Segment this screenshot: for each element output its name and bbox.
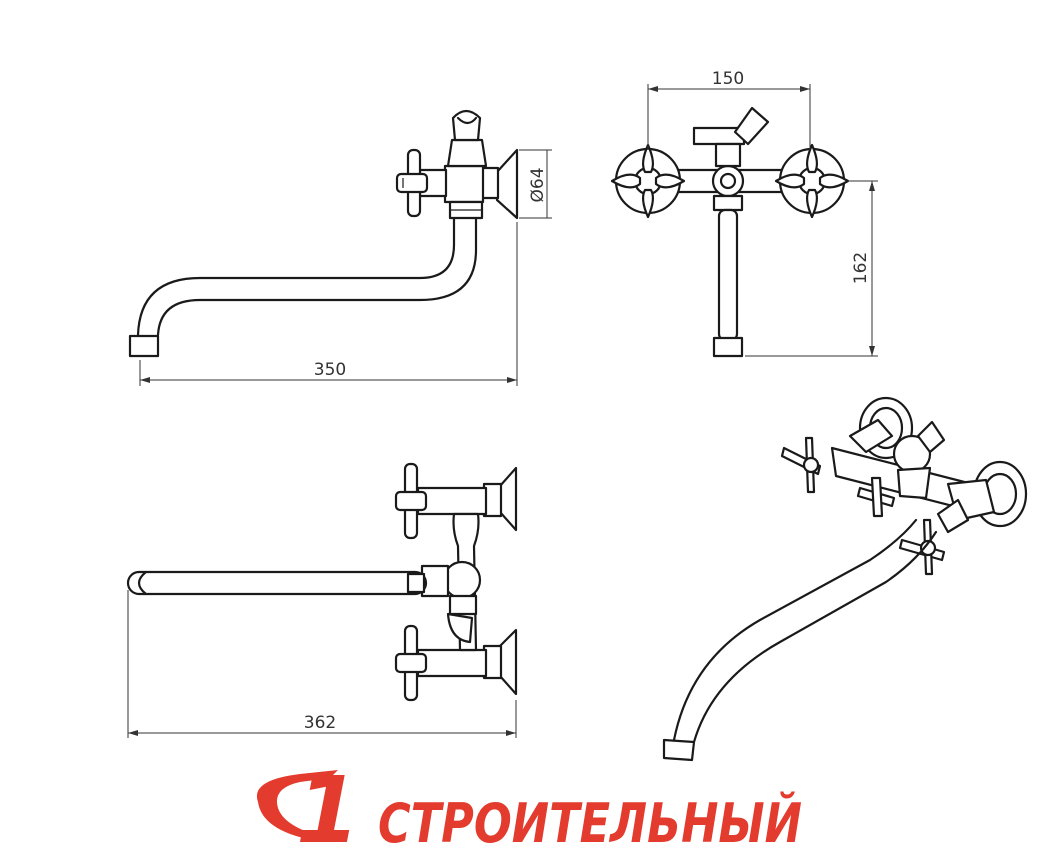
front-view xyxy=(610,106,850,358)
dimension-162: 162 xyxy=(745,180,878,357)
dim-label-350: 350 xyxy=(314,360,346,380)
dimension-d64: Ø64 xyxy=(519,149,552,219)
dim-label-d64: Ø64 xyxy=(528,167,548,202)
side-view xyxy=(128,109,519,358)
top-view xyxy=(126,462,518,702)
dimension-150: 150 xyxy=(647,69,811,150)
brand-logo: 1 СТРОИТЕЛЬНЫЙ xyxy=(256,757,802,860)
logo-numeral: 1 xyxy=(296,757,360,860)
logo-text: СТРОИТЕЛЬНЫЙ xyxy=(378,792,802,855)
logo-swoosh xyxy=(256,770,338,840)
isometric-view xyxy=(662,396,1028,762)
dim-label-162: 162 xyxy=(851,252,871,284)
dimension-362: 362 xyxy=(127,590,517,738)
dim-label-150: 150 xyxy=(712,69,744,89)
dim-label-362: 362 xyxy=(304,713,336,733)
dimension-350: 350 xyxy=(139,222,518,386)
